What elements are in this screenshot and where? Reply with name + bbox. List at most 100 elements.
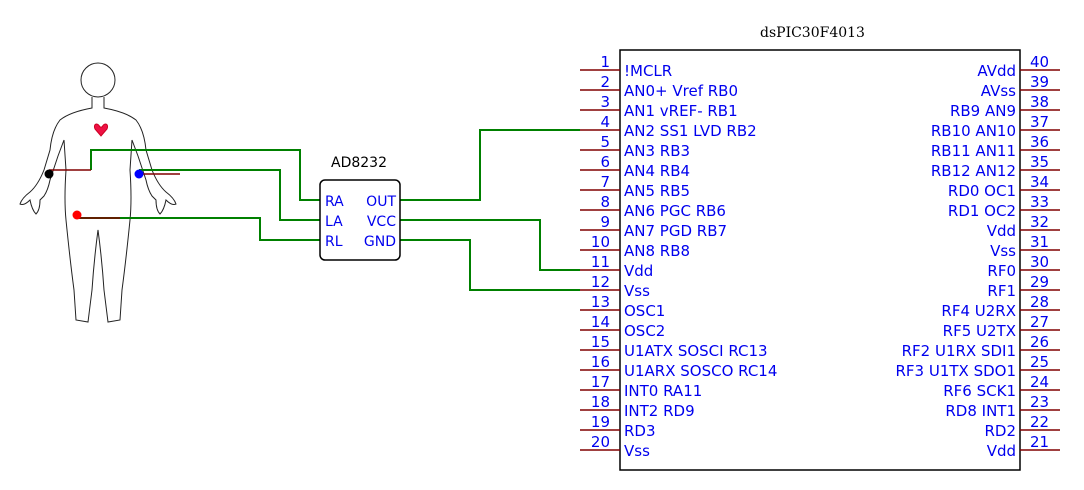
pin-number-29: 29 — [1030, 273, 1049, 291]
pin-label-29: RF1 — [987, 282, 1016, 300]
module-pin-rl: RL — [325, 234, 343, 250]
pin-number-13: 13 — [591, 293, 610, 311]
pin-label-32: Vdd — [987, 222, 1016, 240]
pin-label-22: RD2 — [984, 422, 1016, 440]
wire-la — [139, 169, 320, 221]
pin-number-32: 32 — [1030, 213, 1049, 231]
pin-number-21: 21 — [1030, 433, 1049, 451]
electrode-ra-dot — [44, 169, 54, 179]
pin-number-12: 12 — [591, 273, 610, 291]
pin-number-2: 2 — [600, 73, 610, 91]
pin-label-37: RB10 AN10 — [931, 122, 1016, 140]
pin-label-24: RF6 SCK1 — [943, 382, 1016, 400]
pin-number-33: 33 — [1030, 193, 1049, 211]
electrode-la-dot — [134, 169, 144, 179]
pin-number-5: 5 — [600, 133, 610, 151]
pin-label-9: AN7 PGD RB7 — [624, 222, 727, 240]
pin-label-36: RB11 AN11 — [931, 142, 1016, 160]
pin-number-23: 23 — [1030, 393, 1049, 411]
pin-number-18: 18 — [591, 393, 610, 411]
wire-ra — [90, 149, 320, 201]
pin-label-25: RF3 U1TX SDO1 — [895, 362, 1016, 380]
pin-number-15: 15 — [591, 333, 610, 351]
pin-number-19: 19 — [591, 413, 610, 431]
pin-number-31: 31 — [1030, 233, 1049, 251]
pin-label-38: RB9 AN9 — [950, 102, 1016, 120]
pin-number-14: 14 — [591, 313, 610, 331]
pin-number-40: 40 — [1030, 53, 1049, 71]
body-head — [80, 62, 116, 98]
wire-rl — [79, 217, 320, 241]
pin-number-34: 34 — [1030, 173, 1049, 191]
pin-label-16: U1ARX SOSCO RC14 — [624, 362, 777, 380]
pin-label-30: RF0 — [987, 262, 1016, 280]
pin-label-28: RF4 U2RX — [941, 302, 1016, 320]
module-pin-la: LA — [325, 214, 343, 230]
pin-label-35: RB12 AN12 — [931, 162, 1016, 180]
pin-label-26: RF2 U1RX SDI1 — [902, 342, 1016, 360]
pin-label-15: U1ATX SOSCI RC13 — [624, 342, 768, 360]
pin-number-38: 38 — [1030, 93, 1049, 111]
body-outline — [19, 97, 177, 323]
pin-label-10: AN8 RB8 — [624, 242, 690, 260]
pin-label-23: RD8 INT1 — [945, 402, 1016, 420]
pin-label-13: OSC1 — [624, 302, 665, 320]
module-pin-ra: RA — [325, 194, 344, 210]
wire-gnd-vss — [400, 239, 580, 291]
pin-label-12: Vss — [624, 282, 650, 300]
module-pin-out: OUT — [366, 194, 396, 210]
pin-number-30: 30 — [1030, 253, 1049, 271]
pin-label-19: RD3 — [624, 422, 656, 440]
pin-label-17: INT0 RA11 — [624, 382, 702, 400]
pin-label-8: AN6 PGC RB6 — [624, 202, 726, 220]
pin-number-4: 4 — [600, 113, 610, 131]
pin-label-21: Vdd — [987, 442, 1016, 460]
pin-number-7: 7 — [600, 173, 610, 191]
module-title: AD8232 — [331, 155, 387, 171]
pin-label-1: !MCLR — [624, 62, 672, 80]
pin-number-11: 11 — [591, 253, 610, 271]
pin-label-4: AN2 SS1 LVD RB2 — [624, 122, 757, 140]
ad8232-module: AD8232 RA OUT LA VCC RL GND — [319, 155, 401, 261]
pin-label-33: RD1 OC2 — [948, 202, 1016, 220]
pin-label-18: INT2 RD9 — [624, 402, 695, 420]
module-body — [319, 179, 401, 261]
electrode-leads — [49, 169, 180, 219]
electrode-rl-dot — [72, 210, 82, 220]
pin-label-7: AN5 RB5 — [624, 182, 690, 200]
pin-number-9: 9 — [600, 213, 610, 231]
pin-number-22: 22 — [1030, 413, 1049, 431]
pin-number-10: 10 — [591, 233, 610, 251]
pin-number-25: 25 — [1030, 353, 1049, 371]
pin-number-17: 17 — [591, 373, 610, 391]
module-pin-gnd: GND — [364, 234, 396, 250]
pin-label-40: AVdd — [977, 62, 1016, 80]
pin-label-2: AN0+ Vref RB0 — [624, 82, 738, 100]
pin-number-24: 24 — [1030, 373, 1049, 391]
heart-icon — [94, 123, 108, 137]
pin-number-1: 1 — [600, 53, 610, 71]
pin-number-8: 8 — [600, 193, 610, 211]
pin-label-3: AN1 vREF- RB1 — [624, 102, 738, 120]
wire-vcc-vdd — [400, 219, 580, 271]
pin-label-34: RD0 OC1 — [948, 182, 1016, 200]
human-body-figure — [19, 62, 177, 323]
wires — [79, 129, 580, 291]
pin-number-6: 6 — [600, 153, 610, 171]
pin-label-31: Vss — [990, 242, 1016, 260]
pin-number-28: 28 — [1030, 293, 1049, 311]
chip-body — [619, 49, 1021, 471]
chip-title: dsPIC30F4013 — [760, 25, 865, 41]
pin-label-5: AN3 RB3 — [624, 142, 690, 160]
pin-label-14: OSC2 — [624, 322, 665, 340]
pin-number-20: 20 — [591, 433, 610, 451]
wire-out-an2 — [400, 129, 580, 201]
pin-number-36: 36 — [1030, 133, 1049, 151]
pin-label-6: AN4 RB4 — [624, 162, 690, 180]
pin-label-11: Vdd — [624, 262, 653, 280]
pin-number-3: 3 — [600, 93, 610, 111]
pin-number-39: 39 — [1030, 73, 1049, 91]
